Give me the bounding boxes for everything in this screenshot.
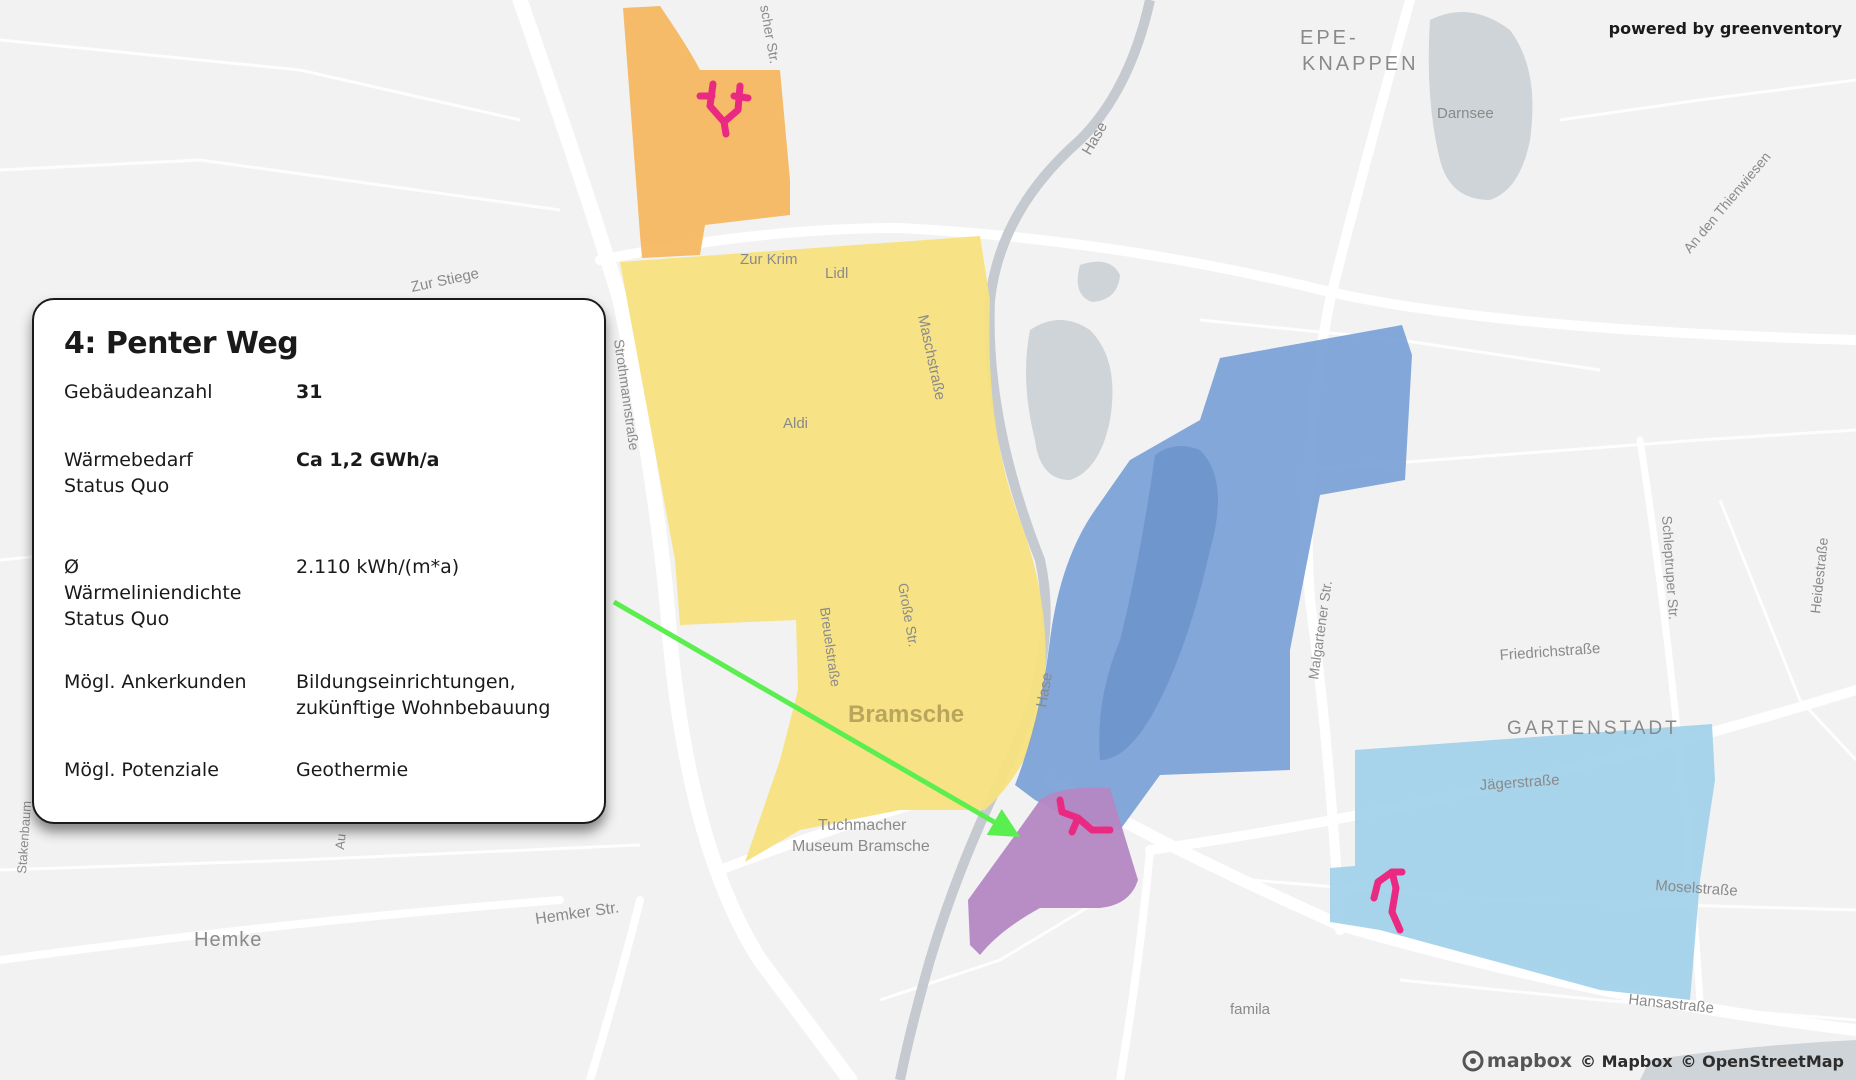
- zone-info-card: 4: Penter Weg Gebäudeanzahl 31 Wärmebeda…: [32, 298, 606, 824]
- label-aldi: Aldi: [783, 415, 808, 432]
- row-heat-demand: Wärmebedarf Status Quo Ca 1,2 GWh/a: [64, 447, 574, 554]
- label-epe-1: EPE-: [1300, 27, 1359, 49]
- label-epe-2: KNAPPEN: [1302, 53, 1419, 75]
- osm-copyright-link[interactable]: © OpenStreetMap: [1680, 1051, 1844, 1071]
- lake-small: [1077, 261, 1120, 302]
- label-au: Au: [332, 833, 349, 850]
- lake-center: [1026, 320, 1113, 480]
- label-hemke: Hemke: [194, 929, 262, 951]
- network-segments: [696, 80, 1406, 934]
- label-heat-demand: Wärmebedarf Status Quo: [64, 449, 193, 497]
- river-hase: [895, 0, 1155, 1080]
- river-bottom-right: [1640, 1040, 1856, 1080]
- label-building-count: Gebäudeanzahl: [64, 381, 213, 403]
- label-heat-line-density: Ø Wärmeliniendichte Status Quo: [64, 556, 242, 630]
- value-building-count: 31: [296, 381, 323, 403]
- label-heidestrasse: Heidestraße: [1807, 537, 1831, 615]
- value-potentials: Geothermie: [296, 759, 409, 781]
- label-hase-south: Hase: [1033, 671, 1056, 708]
- zone-lightblue[interactable]: [1330, 724, 1715, 1000]
- label-moselstrasse: Moselstraße: [1655, 877, 1739, 900]
- label-jaegerstrasse: Jägerstraße: [1479, 771, 1560, 794]
- label-tuchmacher-2: Museum Bramsche: [792, 838, 930, 855]
- mapbox-logo[interactable]: mapbox: [1462, 1050, 1572, 1072]
- mapbox-logo-text: mapbox: [1486, 1050, 1573, 1072]
- label-schleptruper: Schleptruper Str.: [1659, 515, 1682, 620]
- zone-orange[interactable]: [623, 6, 790, 258]
- lake-darnsee: [1428, 12, 1533, 200]
- label-stakenbaum: Stakenbaum: [14, 800, 34, 874]
- label-anchor-customers: Mögl. Ankerkunden: [64, 671, 247, 693]
- row-building-count: Gebäudeanzahl 31: [64, 379, 574, 447]
- label-friedrichstrasse: Friedrichstraße: [1499, 640, 1601, 664]
- label-zur-krim: Zur Krim: [740, 251, 798, 268]
- row-potentials: Mögl. Potenziale Geothermie: [64, 757, 574, 787]
- label-bramsche: Bramsche: [848, 701, 964, 728]
- value-heat-demand: Ca 1,2 GWh/a: [296, 449, 440, 471]
- brand-credit: powered by greenventory: [1608, 19, 1842, 38]
- map-attribution: mapbox © Mapbox © OpenStreetMap: [1462, 1048, 1844, 1074]
- card-title: 4: Penter Weg: [64, 326, 299, 361]
- value-anchor-customers: Bildungseinrichtungen, zukünftige Wohnbe…: [296, 671, 551, 719]
- label-potentials: Mögl. Potenziale: [64, 759, 219, 781]
- zone-blue-core: [1099, 446, 1218, 760]
- label-darnsee: Darnsee: [1437, 105, 1494, 122]
- zone-yellow[interactable]: [620, 236, 1046, 862]
- label-gartenstadt: GARTENSTADT: [1507, 718, 1680, 739]
- label-familia: famila: [1230, 1001, 1271, 1018]
- label-lidl: Lidl: [825, 265, 848, 282]
- label-tuchmacher-1: Tuchmacher: [818, 817, 907, 834]
- row-anchor-customers: Mögl. Ankerkunden Bildungseinrichtungen,…: [64, 669, 574, 757]
- row-heat-line-density: Ø Wärmeliniendichte Status Quo 2.110 kWh…: [64, 554, 574, 669]
- pointer-arrow: [612, 599, 1021, 838]
- mapbox-copyright-link[interactable]: © Mapbox: [1580, 1051, 1673, 1071]
- mapbox-icon: [1462, 1050, 1484, 1072]
- value-heat-line-density: 2.110 kWh/(m*a): [296, 556, 460, 578]
